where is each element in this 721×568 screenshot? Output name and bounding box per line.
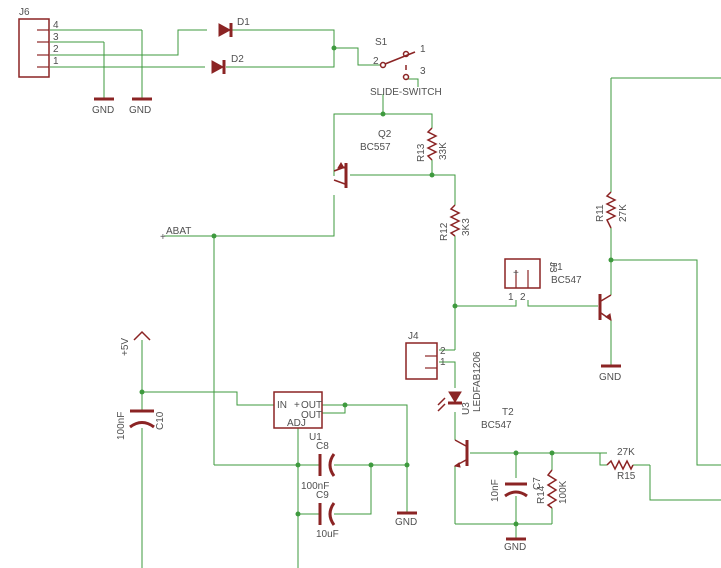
diode-d1: D1 bbox=[218, 17, 250, 37]
t2-label: T2 bbox=[502, 407, 514, 418]
j6-pin1: 1 bbox=[53, 56, 59, 67]
r13-label: R13 bbox=[416, 143, 427, 162]
abat-plus: + bbox=[160, 232, 166, 243]
u1-label: U1 bbox=[309, 432, 322, 443]
connector-j4: J4 2 1 bbox=[405, 331, 446, 380]
junctions bbox=[139, 45, 614, 527]
capacitor-c10: 100nF C10 bbox=[116, 409, 166, 440]
j3-pin1: 1 bbox=[508, 292, 514, 303]
j3-plus: + bbox=[513, 268, 519, 279]
j6-pin3: 3 bbox=[53, 32, 59, 43]
resistor-r13: R13 33K bbox=[416, 127, 449, 162]
c8-label: C8 bbox=[316, 441, 329, 452]
abat-label: ABAT bbox=[166, 226, 191, 237]
resistor-r15: 27K R15 bbox=[606, 447, 636, 482]
u1-out1: OUT bbox=[301, 400, 322, 411]
gnd-symbol: GND bbox=[395, 511, 417, 528]
q2-part: BC557 bbox=[360, 142, 391, 153]
t1-part: BC547 bbox=[551, 275, 582, 286]
connector-j6: J6 4 3 2 1 bbox=[18, 7, 59, 78]
gnd-symbol: GND bbox=[92, 97, 114, 116]
connector-j3: + J3 1 2 bbox=[504, 258, 558, 303]
diode-d2: D2 bbox=[211, 54, 244, 74]
resistor-r12: R12 3K3 bbox=[439, 204, 472, 241]
gnd-label: GND bbox=[395, 517, 417, 528]
u1-adj: ADJ bbox=[287, 418, 306, 429]
regulator-u1: IN + OUT OUT ADJ U1 bbox=[273, 391, 323, 443]
s1-pin3: 3 bbox=[420, 66, 426, 77]
r15-label: R15 bbox=[617, 471, 636, 482]
gnd-label: GND bbox=[599, 372, 621, 383]
r14-label: R14 bbox=[536, 485, 547, 504]
capacitor-c7: 10nF C7 bbox=[490, 477, 543, 502]
gnd-symbol: GND bbox=[599, 364, 621, 383]
d2-label: D2 bbox=[231, 54, 244, 65]
gnd-label: GND bbox=[129, 105, 151, 116]
c7-label: C7 bbox=[532, 477, 543, 490]
gnd-label: GND bbox=[92, 105, 114, 116]
c9-label: C9 bbox=[316, 490, 329, 501]
r14-value: 100K bbox=[558, 480, 569, 504]
r11-value: 27K bbox=[618, 204, 629, 222]
resistor-r11: R11 27K bbox=[595, 191, 629, 229]
plus5v-label: +5V bbox=[120, 338, 131, 356]
j4-pin1: 1 bbox=[440, 357, 446, 368]
s1-pin2: 2 bbox=[373, 56, 379, 67]
r12-value: 3K3 bbox=[461, 218, 472, 236]
r15-value: 27K bbox=[617, 447, 635, 458]
u1-out2: OUT bbox=[301, 410, 322, 421]
c8-value: 100nF bbox=[301, 481, 329, 492]
resistor-r14: R14 100K bbox=[536, 469, 569, 509]
u3-label: U3 bbox=[461, 402, 472, 415]
r11-label: R11 bbox=[595, 204, 606, 222]
led-u3: U3 LEDFAB1206 bbox=[437, 351, 483, 415]
switch-s1: S1 1 2 3 SLIDE-SWITCH bbox=[370, 37, 442, 98]
wires bbox=[50, 29, 721, 568]
j6-pin2: 2 bbox=[53, 44, 59, 55]
s1-pin1: 1 bbox=[420, 44, 426, 55]
transistor-q2: Q2 BC557 bbox=[333, 129, 392, 188]
d1-label: D1 bbox=[237, 17, 250, 28]
u3-part: LEDFAB1206 bbox=[472, 351, 483, 412]
abat-net: ABAT + bbox=[160, 226, 191, 243]
j3-label: J3 bbox=[547, 262, 558, 273]
j4-pin2: 2 bbox=[440, 346, 446, 357]
j4-label: J4 bbox=[408, 331, 419, 342]
r13-value: 33K bbox=[438, 142, 449, 160]
capacitor-c8: C8 100nF bbox=[301, 441, 336, 492]
transistor-t1: T1 BC547 bbox=[551, 262, 612, 321]
j3-pin2: 2 bbox=[520, 292, 526, 303]
capacitor-c9: C9 10uF bbox=[316, 490, 339, 540]
gnd-symbol: GND bbox=[504, 537, 526, 553]
t2-part: BC547 bbox=[481, 420, 512, 431]
q2-label: Q2 bbox=[378, 129, 392, 140]
c10-value: 100nF bbox=[116, 412, 127, 440]
c10-label: C10 bbox=[155, 411, 166, 430]
s1-label: S1 bbox=[375, 37, 388, 48]
transistor-t2: T2 BC547 bbox=[453, 407, 514, 468]
r12-label: R12 bbox=[439, 222, 450, 241]
c7-value: 10nF bbox=[490, 479, 501, 502]
slide-switch-label: SLIDE-SWITCH bbox=[370, 87, 442, 98]
u1-plus: + bbox=[294, 400, 300, 411]
gnd-symbol: GND bbox=[129, 97, 152, 116]
supply-5v: +5V bbox=[120, 330, 151, 356]
c9-value: 10uF bbox=[316, 529, 339, 540]
j6-pin4: 4 bbox=[53, 20, 59, 31]
gnd-label: GND bbox=[504, 542, 526, 553]
t1-label: T1 bbox=[551, 262, 563, 273]
u1-in: IN bbox=[277, 400, 287, 411]
j6-label: J6 bbox=[19, 7, 30, 18]
